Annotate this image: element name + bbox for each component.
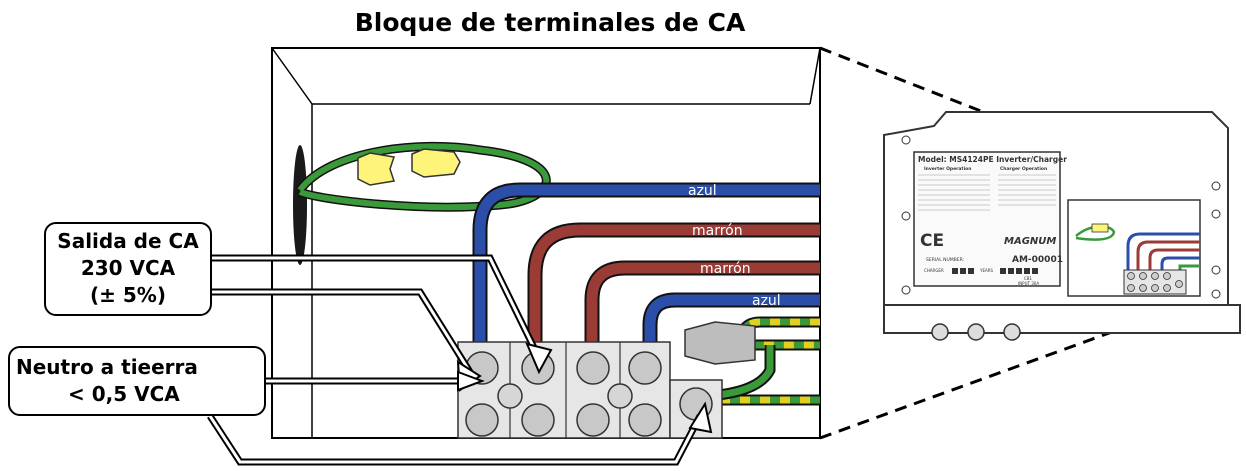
brand-logo: MAGNUM: [1004, 236, 1056, 247]
ac-output-line2: 230 VCA: [80, 256, 176, 280]
ce-mark: CE: [920, 231, 944, 251]
inverter-operation-text: Inverter Operation: [924, 166, 971, 172]
wire-label-blue-2: azul: [752, 293, 781, 309]
wire-ferrule: [684, 321, 756, 365]
ac-output-line3: (± 5%): [90, 283, 166, 307]
wire-brown-2: [584, 260, 820, 345]
yellow-connector: [357, 152, 395, 186]
diagram-title: Bloque de terminales de CA: [354, 8, 746, 37]
input-label: INPUT 30A: [1018, 281, 1039, 286]
ac-output-line1: Salida de CA: [57, 229, 199, 253]
product-label: Model: MS4124PE Inverter/Charger Inverte…: [913, 151, 1067, 287]
cb-label: CB1: [1024, 276, 1033, 281]
wire-blue-1: [472, 182, 820, 345]
ground-wire-loop: [296, 141, 551, 212]
ac-output-callout: Salida de CA 230 VCA (± 5%): [44, 222, 212, 316]
wire-blue-2: [642, 292, 820, 345]
model-text: Model: MS4124PE Inverter/Charger: [918, 155, 1067, 164]
neutral-ground-line1: Neutro a tieerra: [16, 355, 198, 379]
mini-terminal-compartment: [1067, 199, 1201, 297]
serial-value: AM-00001: [1012, 255, 1063, 265]
neutral-ground-line2: < 0,5 VCA: [68, 382, 180, 406]
years-label: YEARS: [979, 268, 993, 273]
wire-label-brown-2: marrón: [700, 261, 751, 277]
yellow-connector: [411, 148, 461, 178]
cable-grommet: [293, 145, 307, 265]
charger-label: CHARGER: [924, 268, 944, 273]
wire-brown-1: [527, 222, 820, 345]
wire-label-brown-1: marrón: [692, 223, 743, 239]
charger-operation-text: Charger Operation: [1000, 166, 1047, 172]
neutral-ground-callout: Neutro a tieerra < 0,5 VCA: [8, 346, 266, 416]
serial-label: SERIAL NUMBER:: [926, 257, 964, 263]
wire-label-blue-1: azul: [688, 183, 717, 199]
